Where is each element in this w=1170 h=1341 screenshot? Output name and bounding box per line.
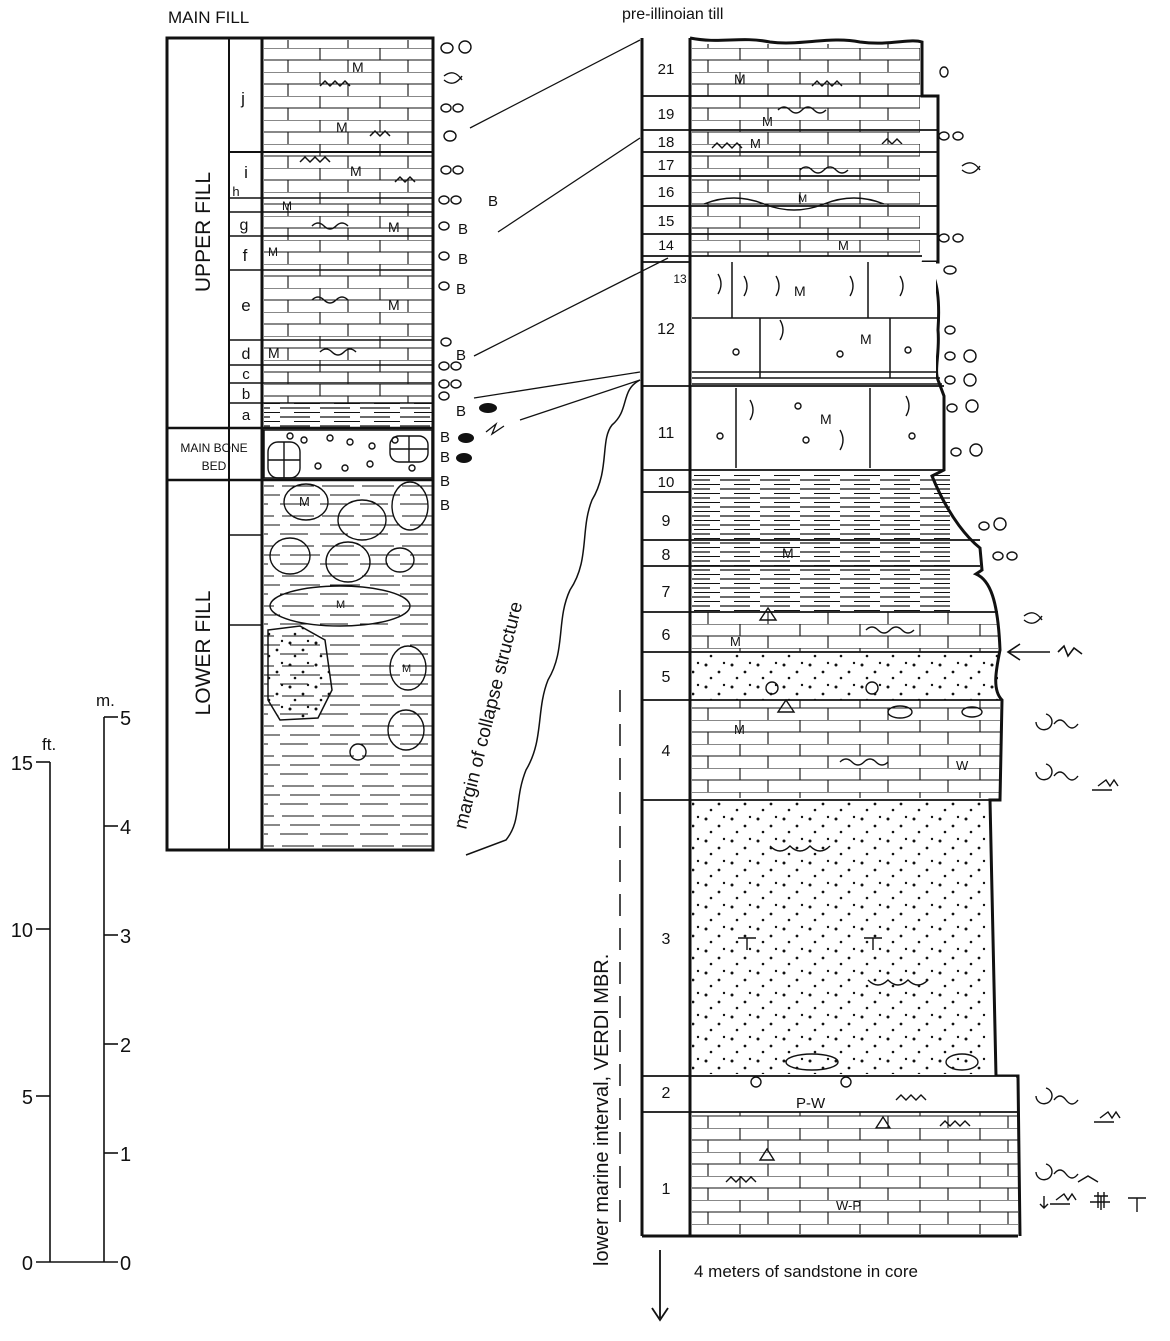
- unit-13-label: 13: [673, 272, 687, 286]
- mudstone-mark: M: [730, 634, 741, 649]
- unit-8-label: 8: [662, 547, 671, 564]
- unit-1-label: 1: [662, 1181, 671, 1198]
- m-tick-2: 2: [120, 1035, 131, 1057]
- mudstone-mark: M: [798, 193, 807, 205]
- m-tick-4: 4: [120, 817, 131, 839]
- unit-21-label: 21: [658, 61, 675, 78]
- bone-mark: B: [458, 221, 468, 238]
- unit-i-label: i: [244, 163, 248, 182]
- unit-b-label: b: [242, 386, 250, 403]
- mudstone-mark: M: [282, 199, 292, 213]
- unit-c-label: c: [242, 366, 250, 383]
- unit-17-label: 17: [658, 157, 675, 174]
- mudstone-mark: M: [750, 136, 761, 151]
- ft-tick-5: 5: [22, 1087, 33, 1109]
- bone-bed-label-line1: MAIN BONE: [180, 441, 247, 455]
- unit-18-label: 18: [658, 134, 675, 151]
- bone-mark: B: [456, 403, 466, 420]
- unit-6-label: 6: [662, 627, 671, 644]
- bone-mark: B: [488, 193, 498, 210]
- bone-mark: B: [456, 347, 466, 364]
- m-tick-0: 0: [120, 1253, 131, 1275]
- lower-fill-label: LOWER FILL: [192, 591, 215, 716]
- unit-15-label: 15: [658, 213, 675, 230]
- unit-9-label: 9: [662, 513, 671, 530]
- m-tick-1: 1: [120, 1144, 131, 1166]
- section-column: 21 19 18 17 16 15 14 13 12 11 10 9 8 7 6…: [591, 38, 1146, 1320]
- mudstone-mark: M: [268, 245, 278, 259]
- mudstone-mark: M: [838, 238, 849, 253]
- mudstone-mark: M: [388, 219, 400, 235]
- wackestone-mark: W: [956, 758, 969, 773]
- wackestone-packstone-mark: W-P: [836, 1198, 861, 1213]
- unit-14-label: 14: [658, 237, 674, 253]
- unit-19-label: 19: [658, 106, 675, 123]
- mudstone-mark: M: [782, 545, 794, 561]
- collapse-margin-label: margin of collapse structure: [450, 600, 527, 832]
- upper-fill-label: UPPER FILL: [192, 172, 215, 292]
- mudstone-mark: M: [350, 163, 362, 179]
- bone-mark: B: [440, 449, 450, 466]
- unit-g-label: g: [240, 217, 249, 234]
- unit-j-label: j: [240, 89, 245, 108]
- bone-mark: B: [440, 429, 450, 446]
- unit-11-label: 11: [658, 425, 675, 442]
- scale-m-unit: m.: [96, 691, 115, 710]
- unit-4-label: 4: [662, 743, 671, 760]
- mudstone-mark: M: [820, 411, 832, 427]
- ft-tick-15: 15: [11, 753, 33, 775]
- unit-d-label: d: [242, 346, 251, 363]
- m-tick-3: 3: [120, 926, 131, 948]
- bone-mark: B: [440, 497, 450, 514]
- mudstone-mark: M: [734, 71, 746, 87]
- mudstone-mark: M: [336, 119, 348, 135]
- unit-10-label: 10: [658, 474, 675, 491]
- packstone-wackestone-mark: P-W: [796, 1095, 826, 1112]
- unit-f-label: f: [243, 246, 248, 265]
- collapse-margin-line: [466, 380, 640, 855]
- mudstone-mark: M: [402, 663, 411, 675]
- main-fill-column: j i h g f e d c b a UPPER FILL LOWER FIL…: [167, 38, 498, 850]
- unit-e-label: e: [241, 296, 250, 315]
- scale-bar: ft. m. 15 10 5 0 5 4 3 2 1 0: [11, 691, 131, 1275]
- mudstone-mark: M: [299, 494, 310, 509]
- unit-a-label: a: [242, 407, 251, 424]
- correlation-lines: [470, 40, 668, 434]
- bone-mark: B: [456, 281, 466, 298]
- unit-12-label: 12: [657, 321, 675, 338]
- mudstone-mark: M: [352, 59, 364, 75]
- ft-tick-0: 0: [22, 1253, 33, 1275]
- bone-bed-label-line2: BED: [202, 459, 227, 473]
- mudstone-mark: M: [794, 283, 806, 299]
- interval-label: lower marine interval, VERDI MBR.: [591, 954, 613, 1266]
- scale-ft-unit: ft.: [42, 735, 56, 754]
- mudstone-mark: M: [268, 345, 280, 361]
- unit-h-label: h: [232, 184, 239, 199]
- mudstone-mark: M: [762, 114, 773, 129]
- unit-3-label: 3: [662, 931, 671, 948]
- m-tick-5: 5: [120, 708, 131, 730]
- bone-mark: B: [458, 251, 468, 268]
- unit-5-label: 5: [662, 669, 671, 686]
- mudstone-mark: M: [336, 599, 345, 611]
- mudstone-mark: M: [388, 297, 400, 313]
- mudstone-mark: M: [734, 722, 745, 737]
- ft-tick-10: 10: [11, 920, 33, 942]
- mudstone-mark: M: [860, 331, 872, 347]
- unit-7-label: 7: [662, 584, 671, 601]
- unit-16-label: 16: [658, 184, 675, 201]
- unit-2-label: 2: [662, 1085, 671, 1102]
- bone-mark: B: [440, 473, 450, 490]
